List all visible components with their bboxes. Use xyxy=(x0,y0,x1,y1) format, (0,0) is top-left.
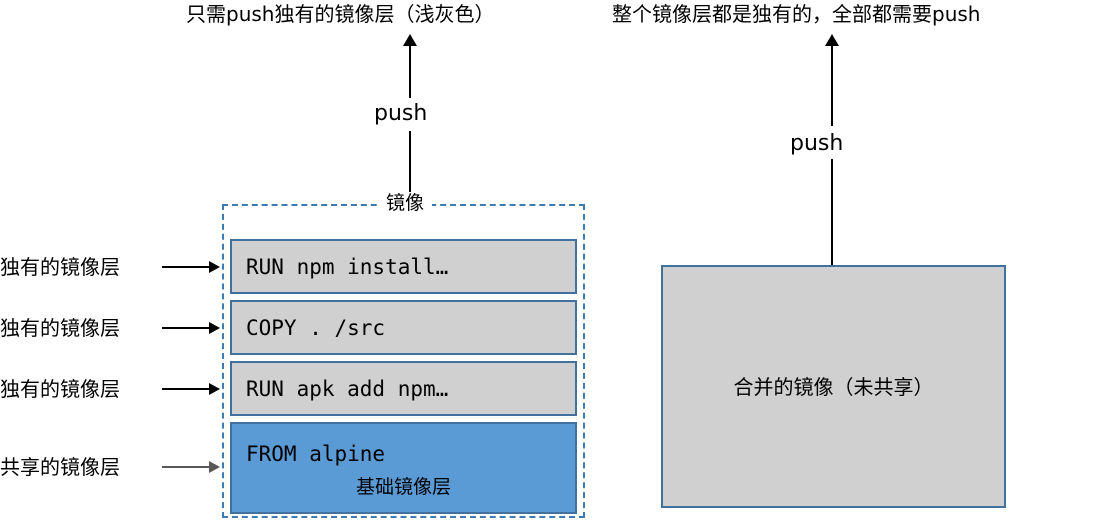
annotation-arrow-line-shared xyxy=(162,466,210,468)
layer-command-text: RUN apk add npm… xyxy=(246,377,449,401)
push-arrow-right-arrowhead-icon xyxy=(825,34,839,46)
image-layer-row[interactable]: RUN apk add npm… xyxy=(230,361,577,416)
annotation-label-shared-layer: 共享的镜像层 xyxy=(0,455,120,479)
push-arrow-left-upper-stem xyxy=(409,45,411,98)
layer-command-text: FROM alpine xyxy=(246,442,386,466)
left-diagram-title: 只需push独有的镜像层（浅灰色） xyxy=(186,2,495,26)
annotation-arrowhead-icon xyxy=(209,261,220,273)
annotation-arrowhead-icon xyxy=(209,322,220,334)
push-arrow-left-lower-stem xyxy=(409,131,411,195)
annotation-arrow-line xyxy=(162,388,210,390)
image-layer-row[interactable]: COPY . /src xyxy=(230,300,577,355)
merged-image-label: 合并的镜像（未共享） xyxy=(733,375,934,399)
push-arrow-left-arrowhead-icon xyxy=(403,34,417,46)
annotation-arrowhead-icon xyxy=(209,383,220,395)
annotation-arrow-line xyxy=(162,327,210,329)
layer-command-text: RUN npm install… xyxy=(246,255,449,279)
push-label-right: push xyxy=(786,131,848,157)
image-container-label: 镜像 xyxy=(378,192,433,215)
push-arrow-right-upper-stem xyxy=(831,45,833,126)
annotation-arrowhead-shared-icon xyxy=(209,461,220,473)
annotation-arrow-line xyxy=(162,266,210,268)
merged-image-box[interactable]: 合并的镜像（未共享） xyxy=(661,265,1006,508)
base-layer-caption: 基础镜像层 xyxy=(355,476,451,498)
push-arrow-right-lower-stem xyxy=(831,159,833,265)
annotation-label-unique-layer: 独有的镜像层 xyxy=(0,377,120,401)
layer-command-text: COPY . /src xyxy=(246,316,386,340)
right-diagram-title: 整个镜像层都是独有的，全部都需要push xyxy=(612,2,981,26)
push-label-left: push xyxy=(370,101,432,127)
annotation-label-unique-layer: 独有的镜像层 xyxy=(0,316,120,340)
image-layer-row[interactable]: RUN npm install… xyxy=(230,239,577,294)
annotation-label-unique-layer: 独有的镜像层 xyxy=(0,255,120,279)
image-layer-row-base[interactable]: FROM alpine 基础镜像层 xyxy=(230,422,577,514)
